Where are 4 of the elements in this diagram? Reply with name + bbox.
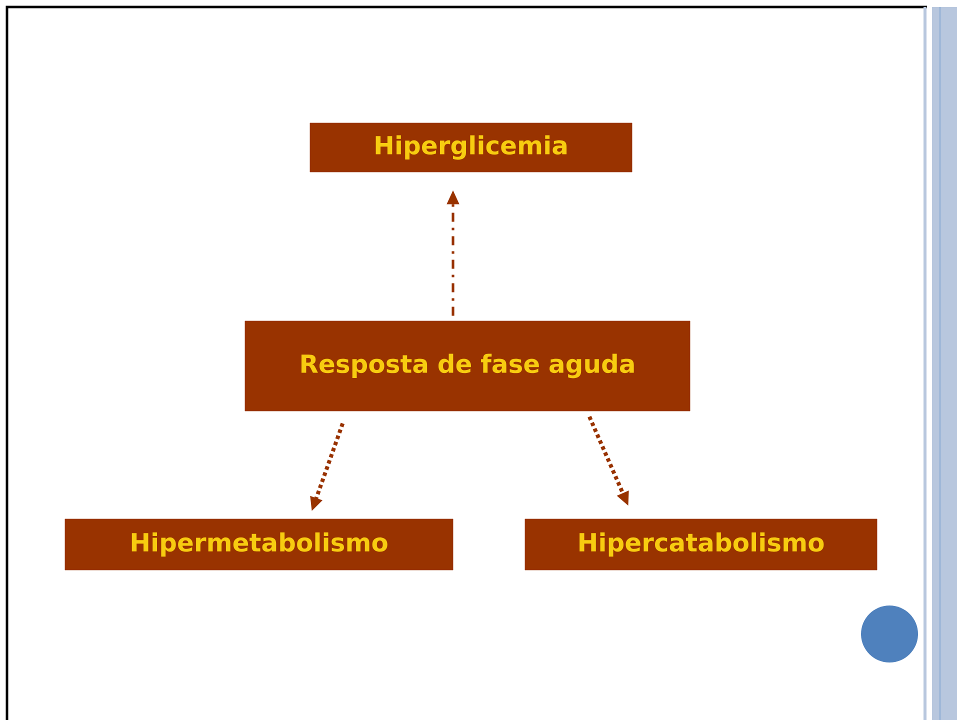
process-box: Hipercatabolismo — [524, 518, 878, 570]
process-box: Hiperglicemia — [310, 122, 632, 172]
process-box: Resposta de fase aguda — [244, 320, 690, 412]
process-box: Hipermetabolismo — [64, 518, 454, 570]
